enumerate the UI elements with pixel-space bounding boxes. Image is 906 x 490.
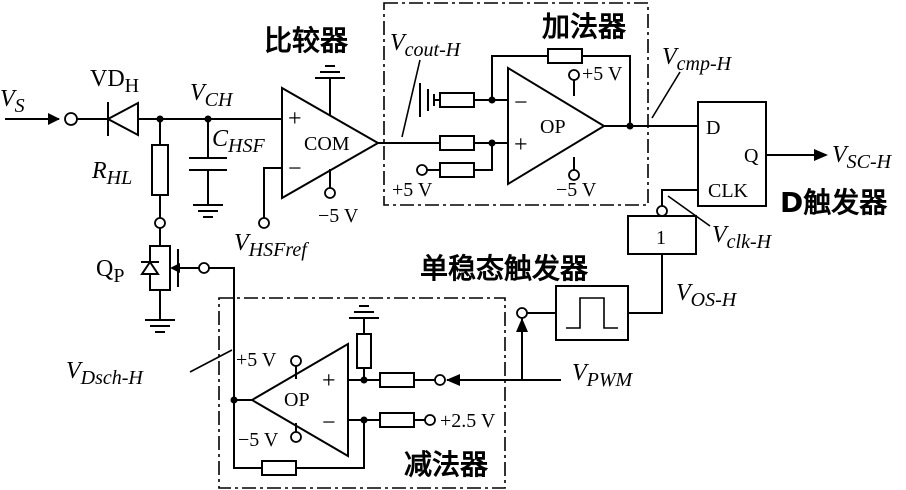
rhl-label: RHL	[91, 158, 132, 189]
com-minus: −	[288, 156, 302, 182]
op2-text: OP	[284, 389, 310, 411]
vdsch-leader	[189, 349, 233, 373]
op1-minus: −	[514, 90, 528, 116]
arrow	[516, 318, 528, 332]
ff-d-pin: D	[706, 117, 720, 139]
qp-gate-terminal	[198, 262, 210, 274]
vch-label: VCH	[190, 80, 234, 111]
adder-vee-terminal	[568, 169, 580, 181]
sub-vcc-terminal	[290, 355, 302, 367]
adder-vcc-label: +5 V	[582, 63, 623, 85]
vos-label: VOS-H	[676, 280, 738, 311]
vclk-leader	[667, 195, 711, 227]
adder-title: 加法器	[542, 10, 627, 43]
adder-plus5-label: +5 V	[392, 179, 433, 201]
clk-terminal	[656, 205, 668, 217]
oneshot-text: 1	[656, 227, 666, 249]
op1-text: OP	[540, 116, 566, 138]
vcout-label: Vcout-H	[390, 30, 462, 61]
opamp-subtractor	[250, 342, 349, 458]
resistor	[379, 372, 415, 388]
subtractor-title: 减法器	[404, 448, 489, 481]
diode-vdh	[105, 101, 139, 137]
vpwm-arrow	[446, 374, 460, 386]
vcmp-leader	[651, 71, 681, 119]
feedback-resistor	[547, 48, 583, 64]
vs-arrow	[48, 113, 60, 125]
junction	[626, 122, 634, 130]
op2-plus: +	[322, 368, 336, 394]
resistor	[439, 92, 475, 108]
vclk-label: Vclk-H	[712, 222, 773, 253]
com-vee-terminal	[324, 187, 336, 199]
vs-label: VS	[0, 86, 25, 117]
resistor	[379, 412, 415, 428]
qp-body-diode	[140, 260, 160, 275]
terminal	[154, 217, 166, 229]
resistor-rhl	[151, 144, 169, 196]
vsc-label: VSC-H	[832, 142, 893, 173]
resistor	[356, 333, 372, 369]
monostable-title: 单稳态触发器	[420, 252, 589, 285]
vhsfref-label: VHSFref	[234, 230, 309, 261]
plus25-terminal	[424, 414, 436, 426]
adder-vee-label: −5 V	[556, 179, 597, 201]
resistor	[439, 135, 475, 151]
op1-plus: +	[514, 132, 528, 158]
com-plus: +	[288, 106, 302, 132]
feedback-resistor	[261, 460, 297, 476]
plus25-label: +2.5 V	[440, 410, 496, 432]
resistor	[439, 162, 475, 178]
adder-vcc-terminal	[568, 69, 580, 81]
subtractor-block-outline	[218, 297, 506, 489]
com-vee-label: −5 V	[318, 205, 359, 227]
sub-vee-label: −5 V	[238, 429, 279, 451]
chsf-label: CHSF	[212, 126, 265, 157]
junction	[156, 115, 164, 123]
sub-vcc-label: +5 V	[236, 349, 277, 371]
comparator-title: 比较器	[264, 24, 349, 57]
qp-arrow	[170, 263, 180, 273]
vdsch-label: VDsch-H	[66, 358, 144, 389]
vs-terminal	[64, 112, 78, 126]
vpwm-label: VPWM	[572, 360, 634, 391]
sub-vee-terminal	[290, 431, 302, 443]
qp-label: QP	[96, 256, 124, 287]
pulse-icon	[566, 297, 618, 329]
ff-clk-pin: CLK	[708, 180, 749, 202]
adder-block-outline	[383, 2, 649, 206]
vdh-label: VDH	[90, 66, 139, 97]
vcout-leader	[401, 59, 421, 138]
vcmp-label: Vcmp-H	[662, 44, 733, 75]
dff-title: D触发器	[780, 186, 888, 219]
opamp-adder	[507, 66, 606, 186]
vsc-arrow	[814, 149, 828, 161]
com-text: COM	[304, 133, 350, 155]
ff-q-pin: Q	[744, 145, 759, 167]
vhsfref-terminal	[258, 217, 270, 229]
plus5-terminal	[416, 164, 428, 176]
pwm-terminal	[516, 307, 528, 319]
vpwm-terminal	[434, 374, 446, 386]
op2-minus: −	[322, 410, 336, 436]
pulse-generator	[555, 285, 629, 341]
